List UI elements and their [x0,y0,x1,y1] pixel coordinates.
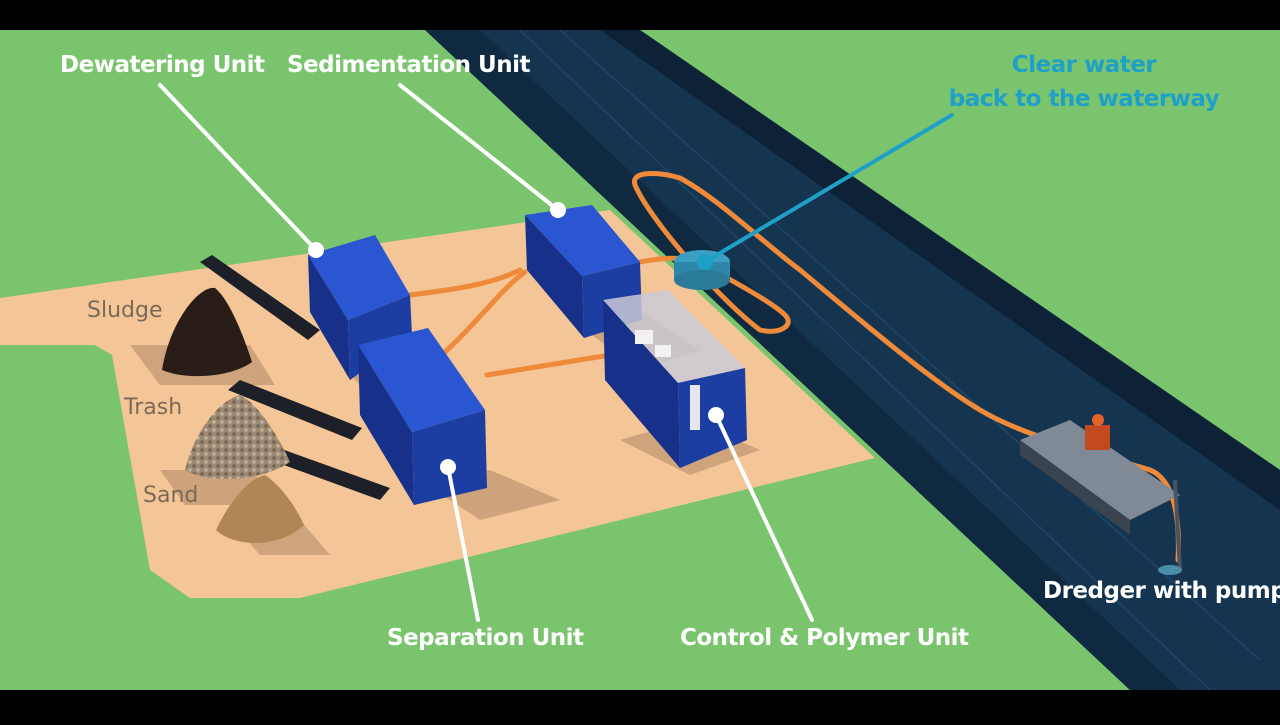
clear-water-label-line1: Clear water [1011,52,1157,78]
clear-water-label-line2: back to the waterway [948,86,1220,112]
callout-lines [158,83,814,622]
control-polymer-unit-label: Control & Polymer Unit [680,625,969,651]
dewatering-unit-label: Dewatering Unit [60,52,265,78]
clear-water-dot [697,254,713,270]
clear-water-callout-line [703,113,954,264]
separation-container [358,328,487,505]
dredger-label: Dredger with pump [1043,578,1280,604]
callout-dots [308,202,724,475]
piles [162,287,304,543]
separation-unit-label: Separation Unit [387,625,584,651]
sludge-label: Sludge [87,298,163,323]
dredger-boat [1020,414,1182,575]
sand-label: Sand [143,483,199,508]
trash-label: Trash [124,395,183,420]
sedimentation-unit-label: Sedimentation Unit [287,52,530,78]
